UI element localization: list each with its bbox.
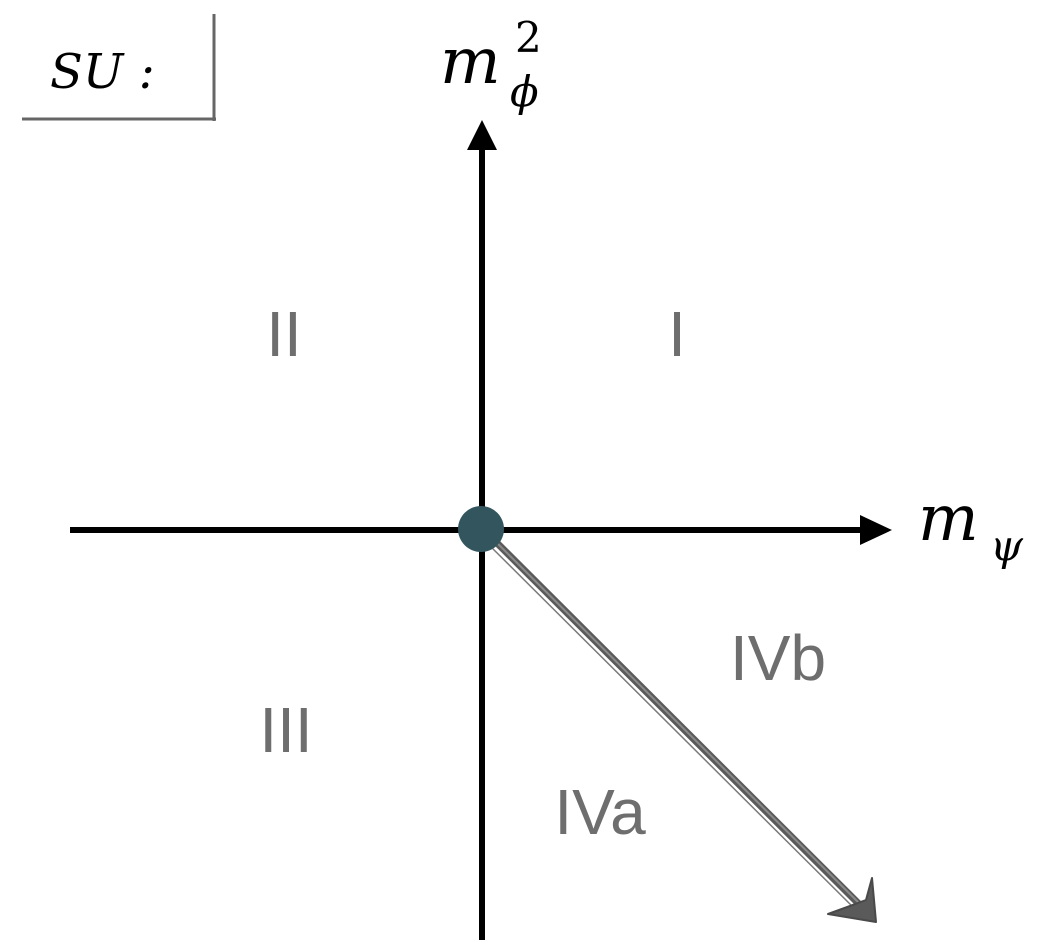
y-axis-label-base: m [440, 25, 501, 99]
x-axis-arrowhead [860, 515, 892, 545]
boundary-arrow-shaft-sketch-2 [481, 537, 863, 917]
y-axis-arrowhead [467, 120, 497, 150]
origin-dot [458, 506, 504, 552]
y-axis-label-superscript: 2 [515, 13, 542, 62]
y-axis-label-subscript: ϕ [510, 67, 539, 116]
x-axis-label: m ψ [918, 482, 1024, 570]
region-label-III: III [259, 694, 312, 766]
boundary-arrow [481, 528, 877, 923]
region-label-I: I [668, 298, 686, 370]
boundary-arrow-shaft-sketch [489, 535, 867, 911]
region-label-IVa: IVa [554, 776, 646, 848]
boundary-arrowhead [827, 877, 877, 923]
label-box: SU : [22, 14, 216, 121]
x-axis-label-subscript: ψ [990, 521, 1024, 570]
x-axis-label-base: m [918, 482, 979, 556]
region-label-IVb: IVb [730, 622, 826, 694]
region-label-II: II [266, 298, 302, 370]
y-axis-label: m 2 ϕ [440, 0, 562, 116]
label-box-text: SU : [50, 44, 155, 100]
